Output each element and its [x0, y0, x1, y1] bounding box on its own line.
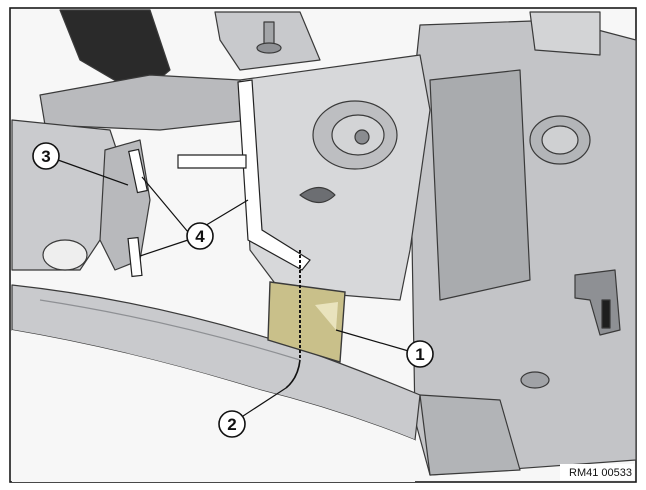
- template-horizontal-strip: [177, 154, 247, 169]
- template-marker-upper: [128, 148, 148, 194]
- callout-2: 2: [218, 410, 246, 438]
- highlight-reflection: [315, 302, 338, 330]
- callout-1: 1: [406, 340, 434, 368]
- wheel-arch-lower: [12, 330, 415, 482]
- reference-code-box: [560, 464, 634, 480]
- leader-2: [239, 387, 287, 419]
- left-hole: [42, 239, 88, 271]
- callout-1-label: 1: [415, 345, 424, 364]
- leader-1: [335, 329, 413, 353]
- lower-bulkhead: [419, 394, 521, 476]
- leader-3: [57, 159, 129, 186]
- body-structure: [11, 9, 637, 482]
- central-reinforcement: [239, 54, 431, 301]
- callout-3-label: 3: [41, 147, 50, 166]
- callout-2-label: 2: [227, 415, 236, 434]
- callout-4-label: 4: [195, 227, 205, 246]
- highlighted-section: [267, 281, 346, 363]
- cut-line-extension: [285, 359, 301, 389]
- inner-panel-shade: [429, 69, 531, 301]
- center-bolt: [354, 129, 370, 145]
- template-vertical-strip: [237, 79, 311, 271]
- leader-4a: [141, 176, 189, 233]
- callout-4: 4: [186, 222, 214, 250]
- repair-template: [127, 79, 311, 278]
- lower-bulkhead-hole: [520, 371, 550, 389]
- oval-cutout: [299, 186, 336, 204]
- template-marker-lower: [127, 236, 143, 278]
- round-mount-inner: [541, 125, 579, 155]
- callout-3: 3: [32, 142, 60, 170]
- leader-4c: [139, 239, 189, 257]
- reference-code: RM41 00533: [569, 467, 632, 479]
- right-upper-bracket: [529, 11, 601, 56]
- clip-tab: [601, 299, 611, 329]
- arch-rib: [39, 299, 301, 361]
- stud-bolt-base: [256, 42, 282, 54]
